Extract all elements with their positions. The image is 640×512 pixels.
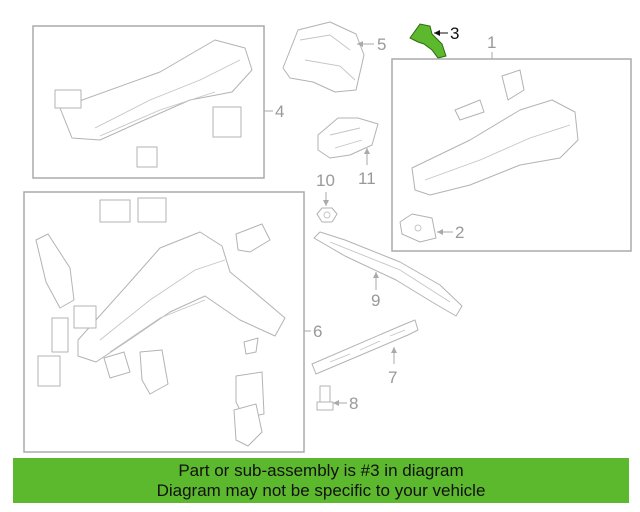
front-structure-part-6[interactable] (35, 197, 286, 447)
sub-assembly-box-1 (391, 58, 632, 252)
front-side-member-part-4[interactable] (54, 39, 253, 168)
bracket-part-3[interactable] (409, 23, 447, 59)
callout-label-6: 6 (313, 322, 322, 341)
sub-assembly-box-6 (23, 191, 305, 453)
banner-line-2: Diagram may not be specific to your vehi… (156, 481, 486, 500)
callout-label-11: 11 (358, 169, 376, 188)
callout-10: 10 (316, 171, 335, 206)
rail-part-7[interactable] (311, 319, 419, 375)
banner-line-1: Part or sub-assembly is #3 in diagram (178, 461, 464, 480)
callout-label-7: 7 (388, 368, 397, 387)
callout-label-8: 8 (349, 394, 358, 413)
callout-label-1: 1 (487, 33, 496, 52)
bracket-part-11[interactable] (317, 117, 379, 159)
callout-3: 3 (434, 24, 459, 43)
apron-part-5[interactable] (282, 21, 365, 93)
bolt-part-8[interactable] (316, 385, 334, 411)
callout-8: 8 (333, 394, 358, 413)
callout-4: 4 (264, 102, 284, 121)
callout-label-3: 3 (450, 24, 459, 43)
callout-6: 6 (304, 322, 322, 341)
crossmember-part-9[interactable] (313, 231, 463, 317)
sub-assembly-box-4 (32, 25, 265, 179)
info-banner: Part or sub-assembly is #3 in diagram Di… (13, 458, 629, 503)
bracket-part-3-shape[interactable] (409, 23, 447, 59)
callout-1: 1 (487, 33, 496, 59)
callout-label-4: 4 (275, 102, 284, 121)
callout-label-9: 9 (371, 291, 380, 310)
callout-label-5: 5 (377, 35, 386, 54)
callout-label-10: 10 (316, 171, 335, 190)
callout-9: 9 (371, 272, 380, 310)
nut-part-10[interactable] (316, 207, 338, 223)
callout-11: 11 (358, 148, 376, 188)
callout-label-2: 2 (455, 223, 464, 242)
callout-2: 2 (437, 223, 464, 242)
reinforcement-part-2[interactable] (399, 213, 437, 243)
parts-diagram: 4 5 3 1 2 (23, 21, 632, 453)
front-side-member-part-1[interactable] (411, 69, 579, 196)
callout-7: 7 (388, 347, 397, 387)
callout-5: 5 (357, 35, 386, 54)
